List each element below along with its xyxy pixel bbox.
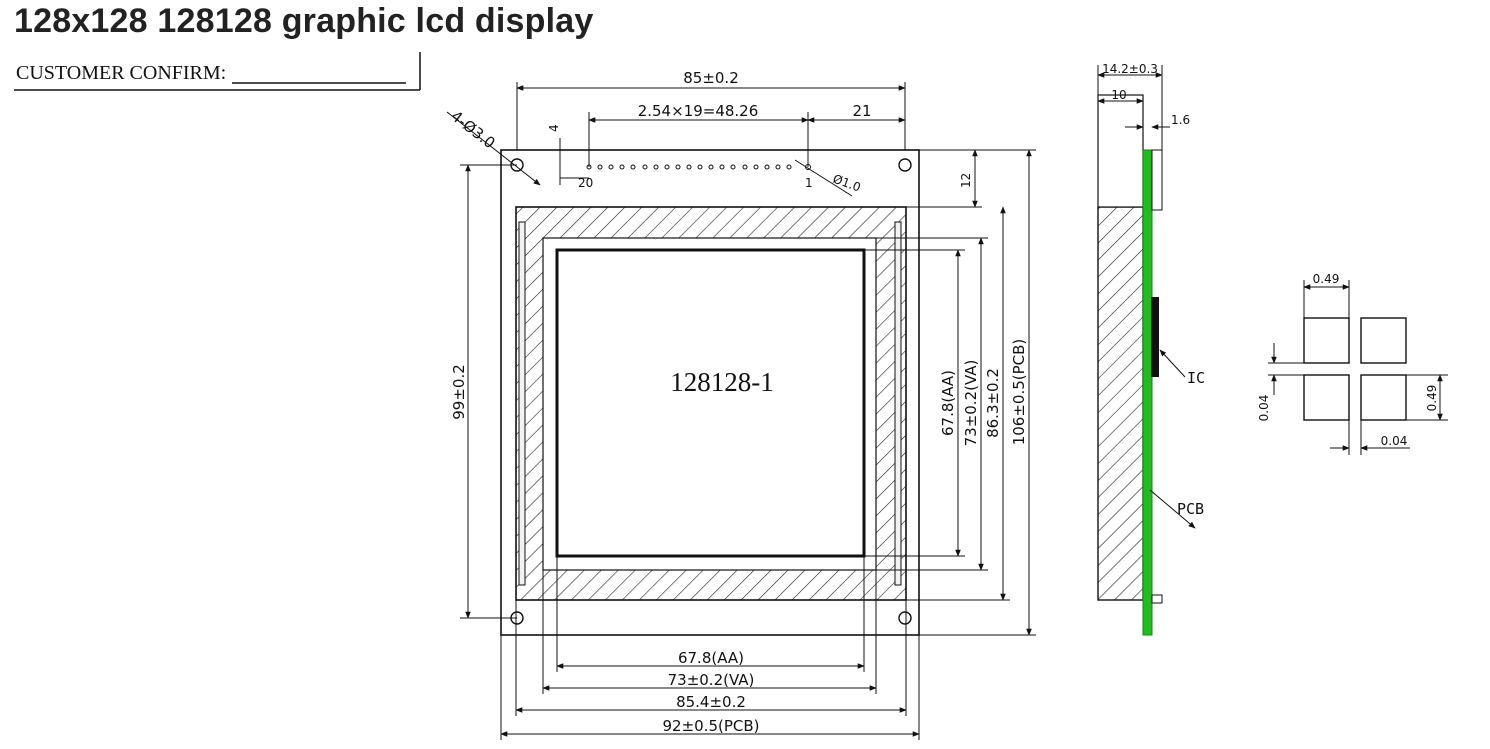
dim-pin-hole: Ø1.0 bbox=[831, 172, 863, 195]
pin-label-first: 20 bbox=[578, 176, 593, 190]
ic-chip bbox=[1151, 297, 1159, 377]
dim-bezel-height: 86.3±0.2 bbox=[984, 368, 1002, 438]
pcb-board bbox=[1142, 149, 1153, 636]
dim-mount-holes: 4-Ø3.0 bbox=[448, 107, 499, 152]
dim-va-height: 73±0.2(VA) bbox=[962, 360, 980, 447]
module-label: 128128-1 bbox=[670, 367, 774, 397]
bezel-outline bbox=[515, 206, 907, 601]
dim-bezel-width: 85.4±0.2 bbox=[676, 693, 746, 711]
mount-hole-icon bbox=[898, 611, 912, 625]
active-area bbox=[555, 248, 866, 558]
dim-aa-width: 67.8(AA) bbox=[678, 649, 744, 667]
pixel-dot bbox=[1360, 317, 1407, 364]
dim-pin-pitch: 2.54×19=48.26 bbox=[638, 102, 759, 120]
dim-top-offset: 12 bbox=[959, 173, 973, 188]
mount-hole-icon bbox=[898, 158, 912, 172]
dim-hole-spacing-height: 99±0.2 bbox=[450, 364, 468, 420]
pcb-label: PCB bbox=[1177, 500, 1204, 518]
dim-pcb-height: 106±0.5(PCB) bbox=[1010, 339, 1028, 446]
pin-row bbox=[586, 164, 811, 170]
dim-lcd-thickness: 10 bbox=[1111, 88, 1126, 102]
dim-total-thickness: 14.2±0.3 bbox=[1102, 62, 1158, 76]
dim-hole-spacing-width: 85±0.2 bbox=[683, 69, 739, 87]
page-title: 128x128 128128 graphic lcd display bbox=[14, 2, 594, 40]
dim-pin-margin: 4 bbox=[547, 124, 561, 132]
pixel-dot bbox=[1303, 374, 1350, 421]
customer-confirm: CUSTOMER CONFIRM: bbox=[14, 52, 421, 91]
dim-dot-size-top: 0.49 bbox=[1313, 272, 1340, 286]
lcd-body-hatch bbox=[1097, 206, 1144, 601]
front-view bbox=[446, 82, 1036, 740]
dim-pcb-thickness: 1.6 bbox=[1171, 113, 1190, 127]
ic-label: IC bbox=[1187, 369, 1205, 387]
side-view bbox=[1097, 65, 1196, 636]
dim-va-width: 73±0.2(VA) bbox=[668, 671, 755, 689]
pixel-detail bbox=[1268, 280, 1448, 455]
pcb-outline bbox=[500, 149, 920, 636]
dim-pcb-width: 92±0.5(PCB) bbox=[662, 717, 759, 735]
dim-gap-left: 0.04 bbox=[1257, 395, 1271, 422]
pin-label-last: 1 bbox=[805, 176, 813, 190]
customer-confirm-label: CUSTOMER CONFIRM: bbox=[16, 62, 226, 84]
dim-dot-size-right: 0.49 bbox=[1425, 385, 1439, 412]
pixel-dot bbox=[1360, 374, 1407, 421]
dim-gap-bottom: 0.04 bbox=[1381, 434, 1408, 448]
dim-pin-offset: 21 bbox=[852, 102, 871, 120]
dim-aa-height: 67.8(AA) bbox=[939, 370, 957, 436]
pixel-dot bbox=[1303, 317, 1350, 364]
